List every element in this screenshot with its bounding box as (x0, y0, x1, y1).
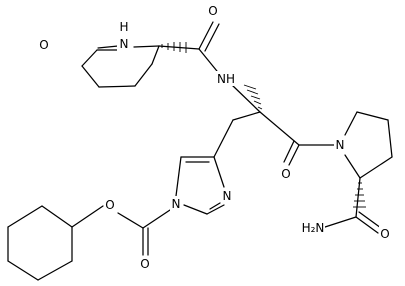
bond (324, 216, 357, 228)
bond (151, 45, 160, 65)
bond (206, 204, 225, 215)
bond (41, 205, 73, 228)
atom-N3-imidazole: N (221, 188, 234, 203)
bond (81, 49, 98, 67)
bond (198, 21, 214, 50)
atom-label-O: O (140, 257, 149, 271)
atom-label-NH: NH (217, 72, 235, 86)
atom-label-O: O (105, 198, 114, 212)
bond (98, 85, 136, 88)
bond (232, 111, 261, 121)
atom-label-O: O (208, 4, 217, 18)
atom-O-carboxamide: O (379, 226, 392, 241)
bond (37, 260, 73, 281)
atom-label-O: O (380, 227, 389, 241)
bond (71, 205, 104, 228)
bond (133, 45, 160, 48)
atom-NH-amide: NH (214, 71, 238, 86)
stereo-wedge-layer (161, 42, 366, 208)
bond (359, 156, 393, 179)
atom-label-N: N (172, 197, 181, 211)
bond-layer (7, 21, 393, 281)
bond (259, 111, 300, 146)
bond (158, 45, 200, 50)
atom-label-N: N (223, 189, 232, 203)
atom-label-N: N (336, 138, 345, 152)
atom-O-his-carbonyl: O (280, 166, 293, 181)
bond (283, 140, 295, 163)
bond (213, 156, 225, 188)
bond (231, 84, 261, 113)
bond (387, 119, 393, 158)
atom-label-H: H (119, 20, 128, 34)
bond (356, 111, 389, 121)
atom-label-O: O (39, 38, 48, 52)
bond (344, 111, 358, 136)
bond (288, 144, 300, 166)
atom-label-O: O (281, 167, 290, 181)
atom-NH-pyroglu-ring: H N (117, 20, 131, 52)
bond (134, 63, 153, 87)
bond (358, 211, 382, 229)
atom-label-N: N (120, 37, 129, 51)
bond (142, 209, 171, 229)
bond (209, 202, 221, 210)
bond (7, 260, 39, 281)
atom-O-pyroglu-ring-carbonyl: O (38, 37, 50, 52)
bond (117, 212, 144, 229)
atom-N1-imidazole: N (170, 196, 183, 211)
atom-O-ester: O (104, 197, 117, 212)
hashed-wedge (243, 84, 263, 110)
bond (183, 204, 208, 215)
hashed-wedge (353, 182, 366, 208)
atom-N-proline: N (334, 137, 347, 152)
bond (175, 156, 182, 197)
bond (213, 119, 234, 158)
bond (355, 177, 361, 218)
bond (355, 216, 379, 234)
bond (97, 45, 119, 49)
hashed-wedge (161, 42, 187, 53)
bond (7, 205, 43, 228)
bond (81, 65, 100, 88)
atom-label-layer: O H N O NH O O N N (38, 3, 392, 271)
atom-O-carbamate: O (139, 256, 152, 271)
atom-O-amide: O (207, 3, 220, 18)
atom-label-H2N: H₂N (302, 221, 325, 235)
atom-NH2-carboxamide: H₂N (301, 220, 325, 235)
bond (344, 154, 361, 179)
bond (204, 23, 220, 52)
